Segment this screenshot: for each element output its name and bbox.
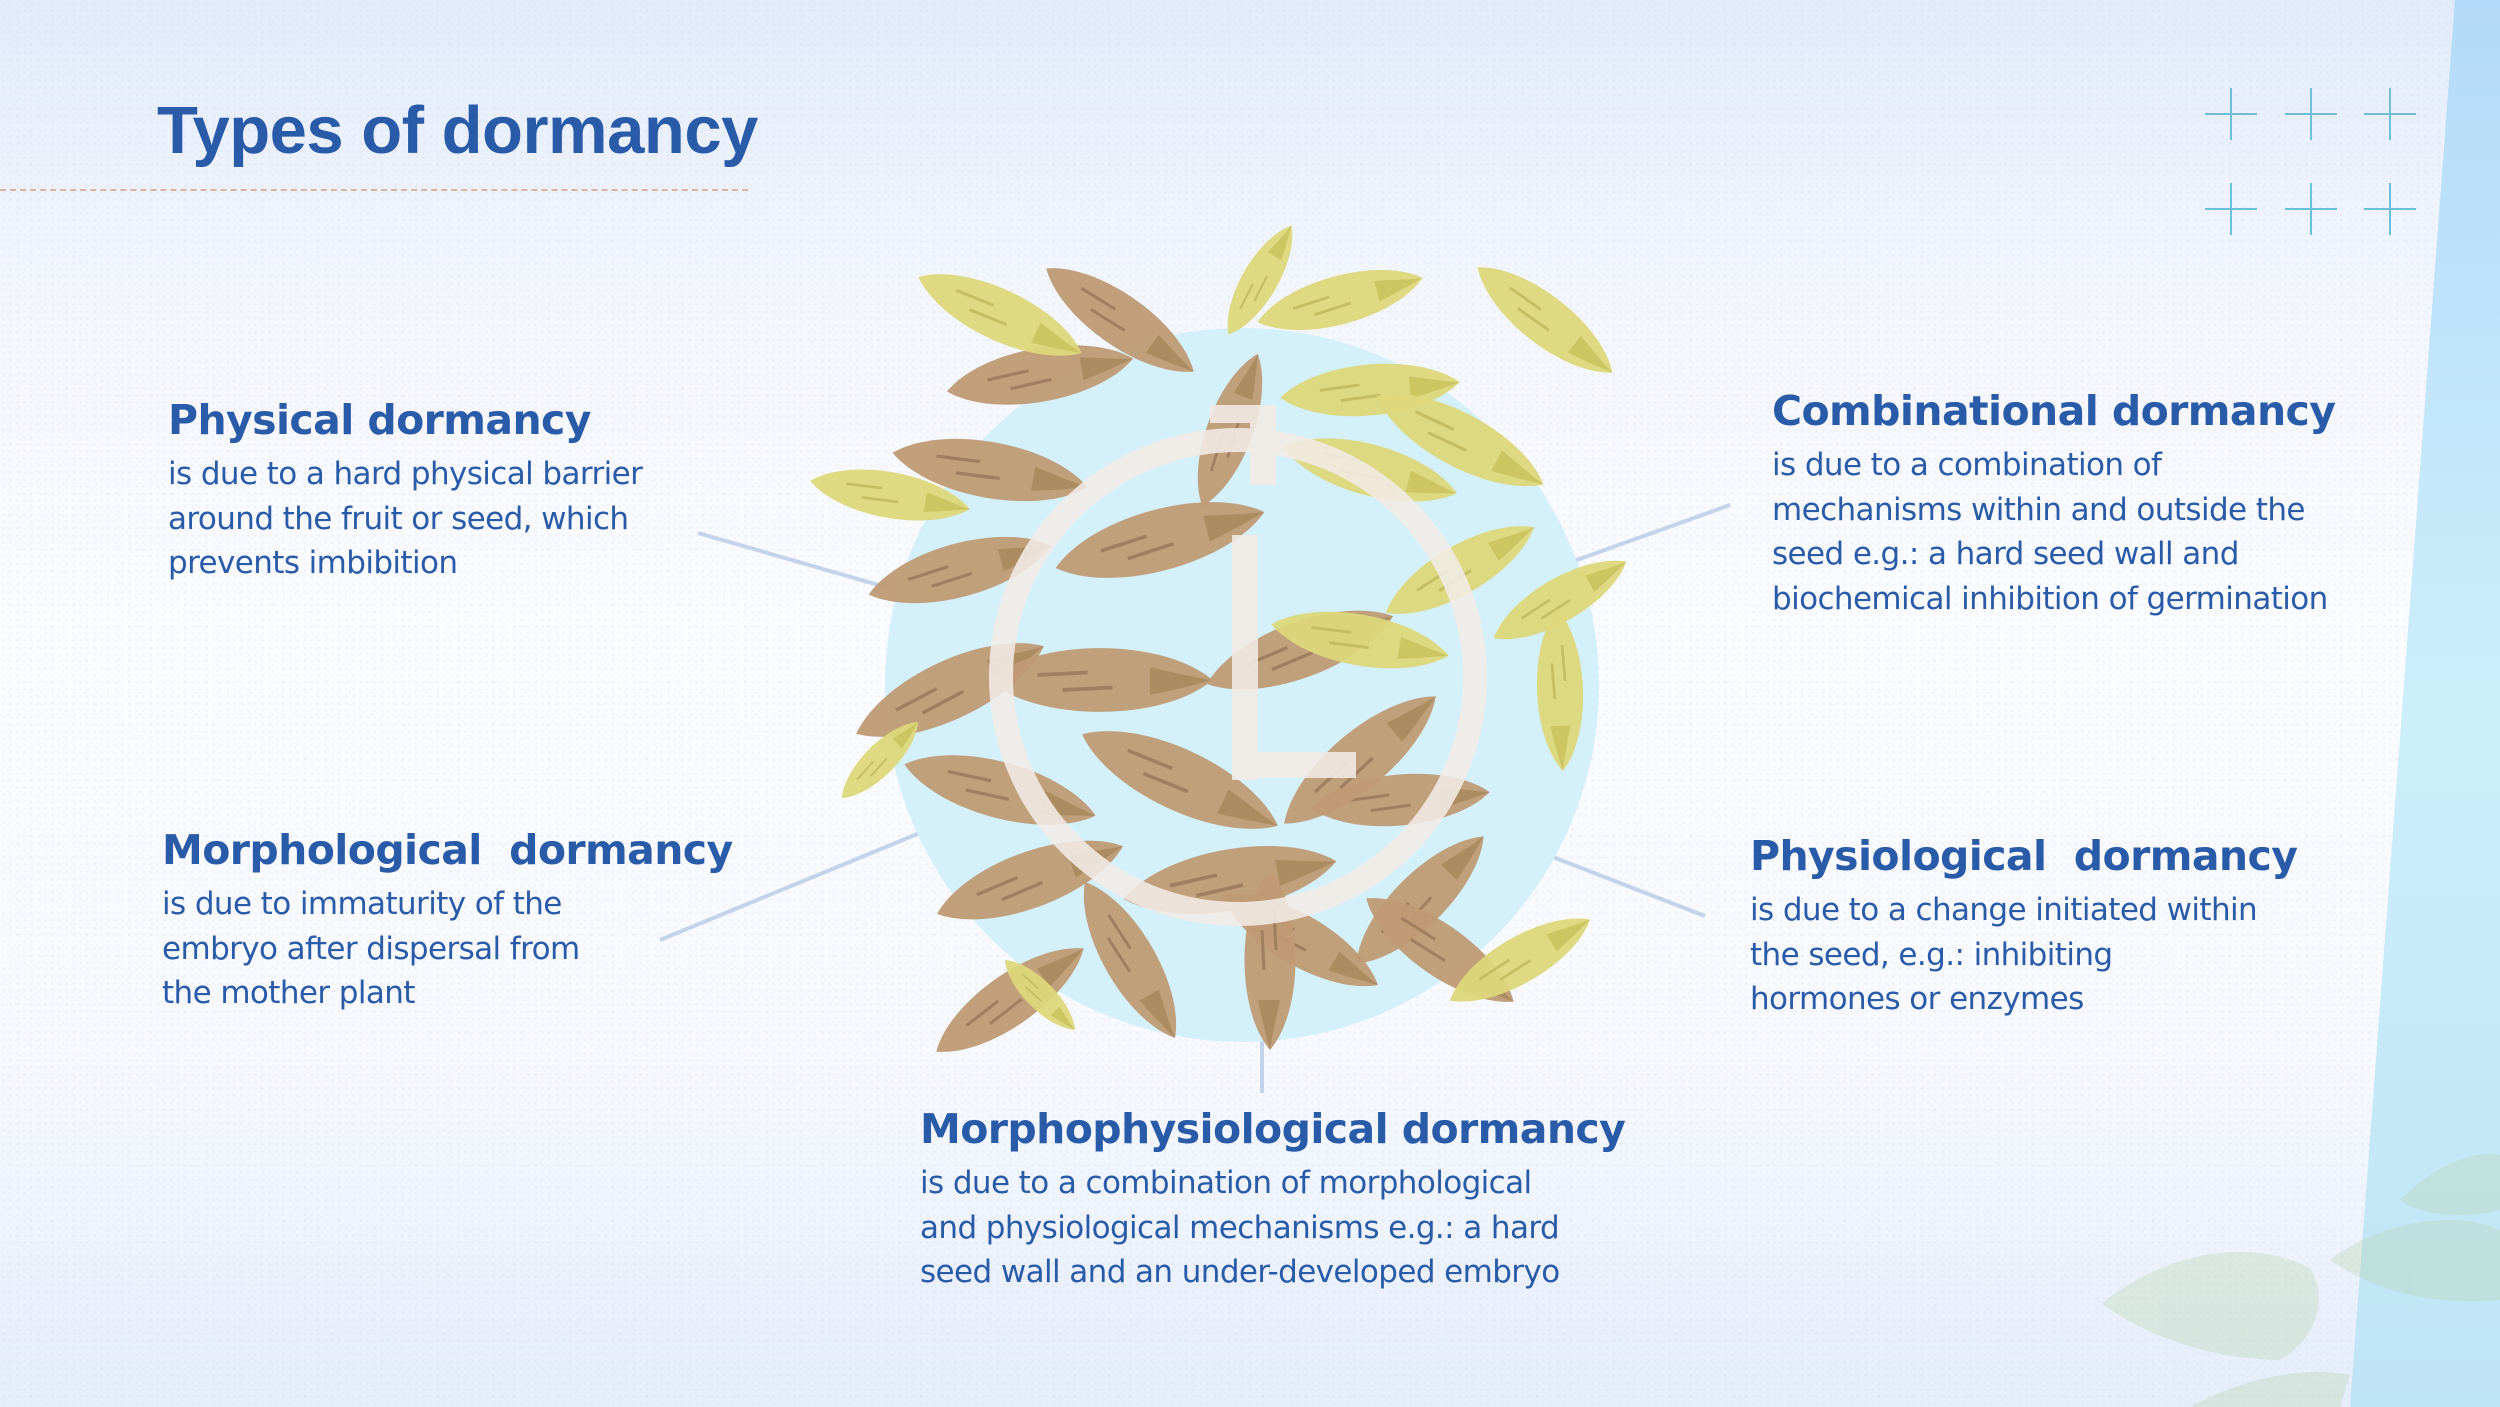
physical-dormancy-description: is due to a hard physical barrier around… (168, 452, 643, 586)
description-line: is due to a change initiated within (1750, 892, 2258, 928)
description-line: biochemical inhibition of germination (1772, 580, 2328, 617)
description-line: around the fruit or seed, which (168, 500, 629, 537)
leaf-icon (2102, 1153, 2500, 1407)
physiological-dormancy-block: Physiological dormancy is due to a chang… (1750, 832, 2298, 1022)
morphological-dormancy-description: is due to immaturity of the embryo after… (162, 882, 733, 1016)
description-line: is due to a hard physical barrier (168, 456, 643, 492)
physical-dormancy-block: Physical dormancy is due to a hard physi… (168, 396, 643, 586)
plus-icon (2285, 88, 2337, 140)
morphophysiological-dormancy-description: is due to a combination of morphological… (920, 1161, 1625, 1295)
description-line: the mother plant (162, 975, 415, 1011)
description-line: is due to a combination of (1772, 447, 2162, 483)
description-line: seed wall and an under-developed embryo (920, 1254, 1560, 1290)
morphophysiological-dormancy-block: Morphophysiological dormancy is due to a… (920, 1105, 1626, 1295)
stopwatch-icon (989, 405, 1487, 926)
plus-icon (2205, 88, 2257, 140)
physiological-dormancy-description: is due to a change initiated within the … (1750, 888, 2297, 1022)
physiological-dormancy-heading: Physiological dormancy (1750, 832, 2298, 880)
description-line: and physiological mechanisms e.g.: a har… (920, 1209, 1560, 1246)
physical-dormancy-heading: Physical dormancy (168, 396, 591, 444)
right-decorative-stripe (2350, 0, 2500, 1407)
plus-icon (2364, 183, 2416, 235)
title-divider (0, 189, 748, 191)
description-line: embryo after dispersal from (162, 930, 580, 967)
description-line: the seed, e.g.: inhibiting (1750, 936, 2113, 973)
description-line: seed e.g.: a hard seed wall and (1772, 536, 2239, 572)
plus-grid-decoration (2205, 88, 2425, 238)
description-line: mechanisms within and outside the (1772, 491, 2305, 528)
connector-lines (659, 503, 1731, 1093)
combinational-dormancy-heading: Combinational dormancy (1772, 387, 2336, 435)
morphological-dormancy-block: Morphological dormancy is due to immatur… (162, 826, 733, 1016)
description-line: hormones or enzymes (1750, 981, 2084, 1017)
plus-icon (2285, 183, 2337, 235)
morphological-dormancy-heading: Morphological dormancy (162, 826, 733, 874)
description-line: is due to immaturity of the (162, 886, 562, 922)
page-title: Types of dormancy (157, 93, 758, 168)
combinational-dormancy-description: is due to a combination of mechanisms wi… (1772, 443, 2335, 621)
description-line: prevents imbibition (168, 545, 458, 581)
morphophysiological-dormancy-heading: Morphophysiological dormancy (920, 1105, 1626, 1153)
plus-icon (2205, 183, 2257, 235)
plus-icon (2364, 88, 2416, 140)
combinational-dormancy-block: Combinational dormancy is due to a combi… (1772, 387, 2336, 621)
description-line: is due to a combination of morphological (920, 1165, 1532, 1201)
